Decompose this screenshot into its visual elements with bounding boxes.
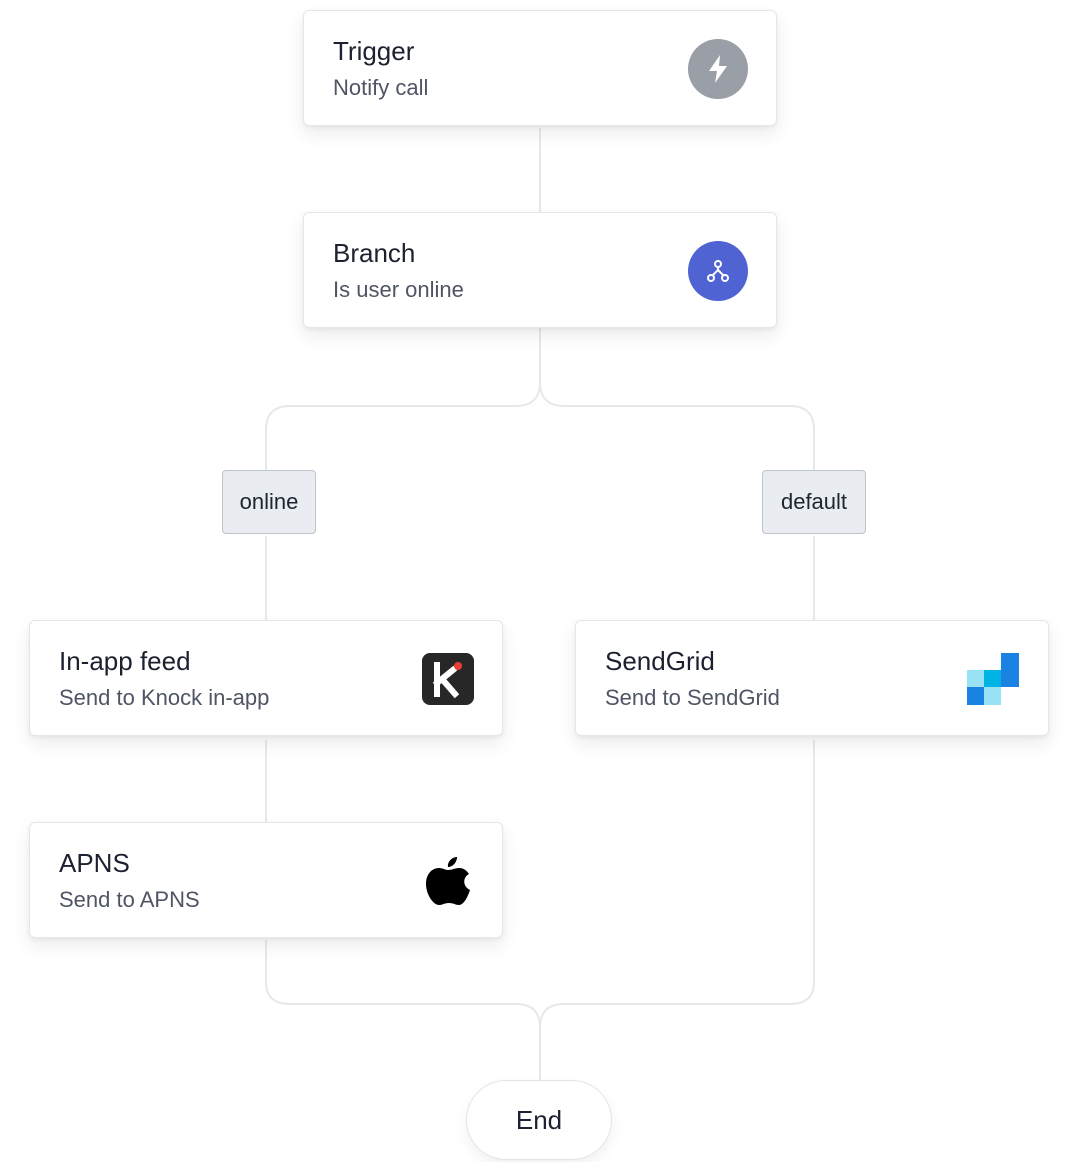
sendgrid-node[interactable]: SendGrid Send to SendGrid <box>575 620 1049 736</box>
branch-tag-default[interactable]: default <box>762 470 866 534</box>
node-subtitle: Send to APNS <box>59 887 200 912</box>
node-title: SendGrid <box>605 646 715 676</box>
branch-icon <box>688 241 748 301</box>
node-subtitle: Notify call <box>333 75 429 100</box>
node-title: In-app feed <box>59 646 191 676</box>
branch-tag-online[interactable]: online <box>222 470 316 534</box>
apns-node[interactable]: APNS Send to APNS <box>29 822 503 938</box>
in-app-feed-node[interactable]: In-app feed Send to Knock in-app <box>29 620 503 736</box>
trigger-node[interactable]: Trigger Notify call <box>303 10 777 126</box>
knock-logo-icon <box>422 653 474 705</box>
node-title: Branch <box>333 238 416 268</box>
apple-logo-icon <box>424 853 472 909</box>
branch-node[interactable]: Branch Is user online <box>303 212 777 328</box>
node-title: Trigger <box>333 36 415 66</box>
lightning-icon <box>688 39 748 99</box>
end-node[interactable]: End <box>466 1080 612 1160</box>
node-subtitle: Is user online <box>333 277 464 302</box>
sendgrid-logo-icon <box>967 653 1019 705</box>
node-subtitle: Send to SendGrid <box>605 685 780 710</box>
node-title: APNS <box>59 848 130 878</box>
node-subtitle: Send to Knock in-app <box>59 685 270 710</box>
